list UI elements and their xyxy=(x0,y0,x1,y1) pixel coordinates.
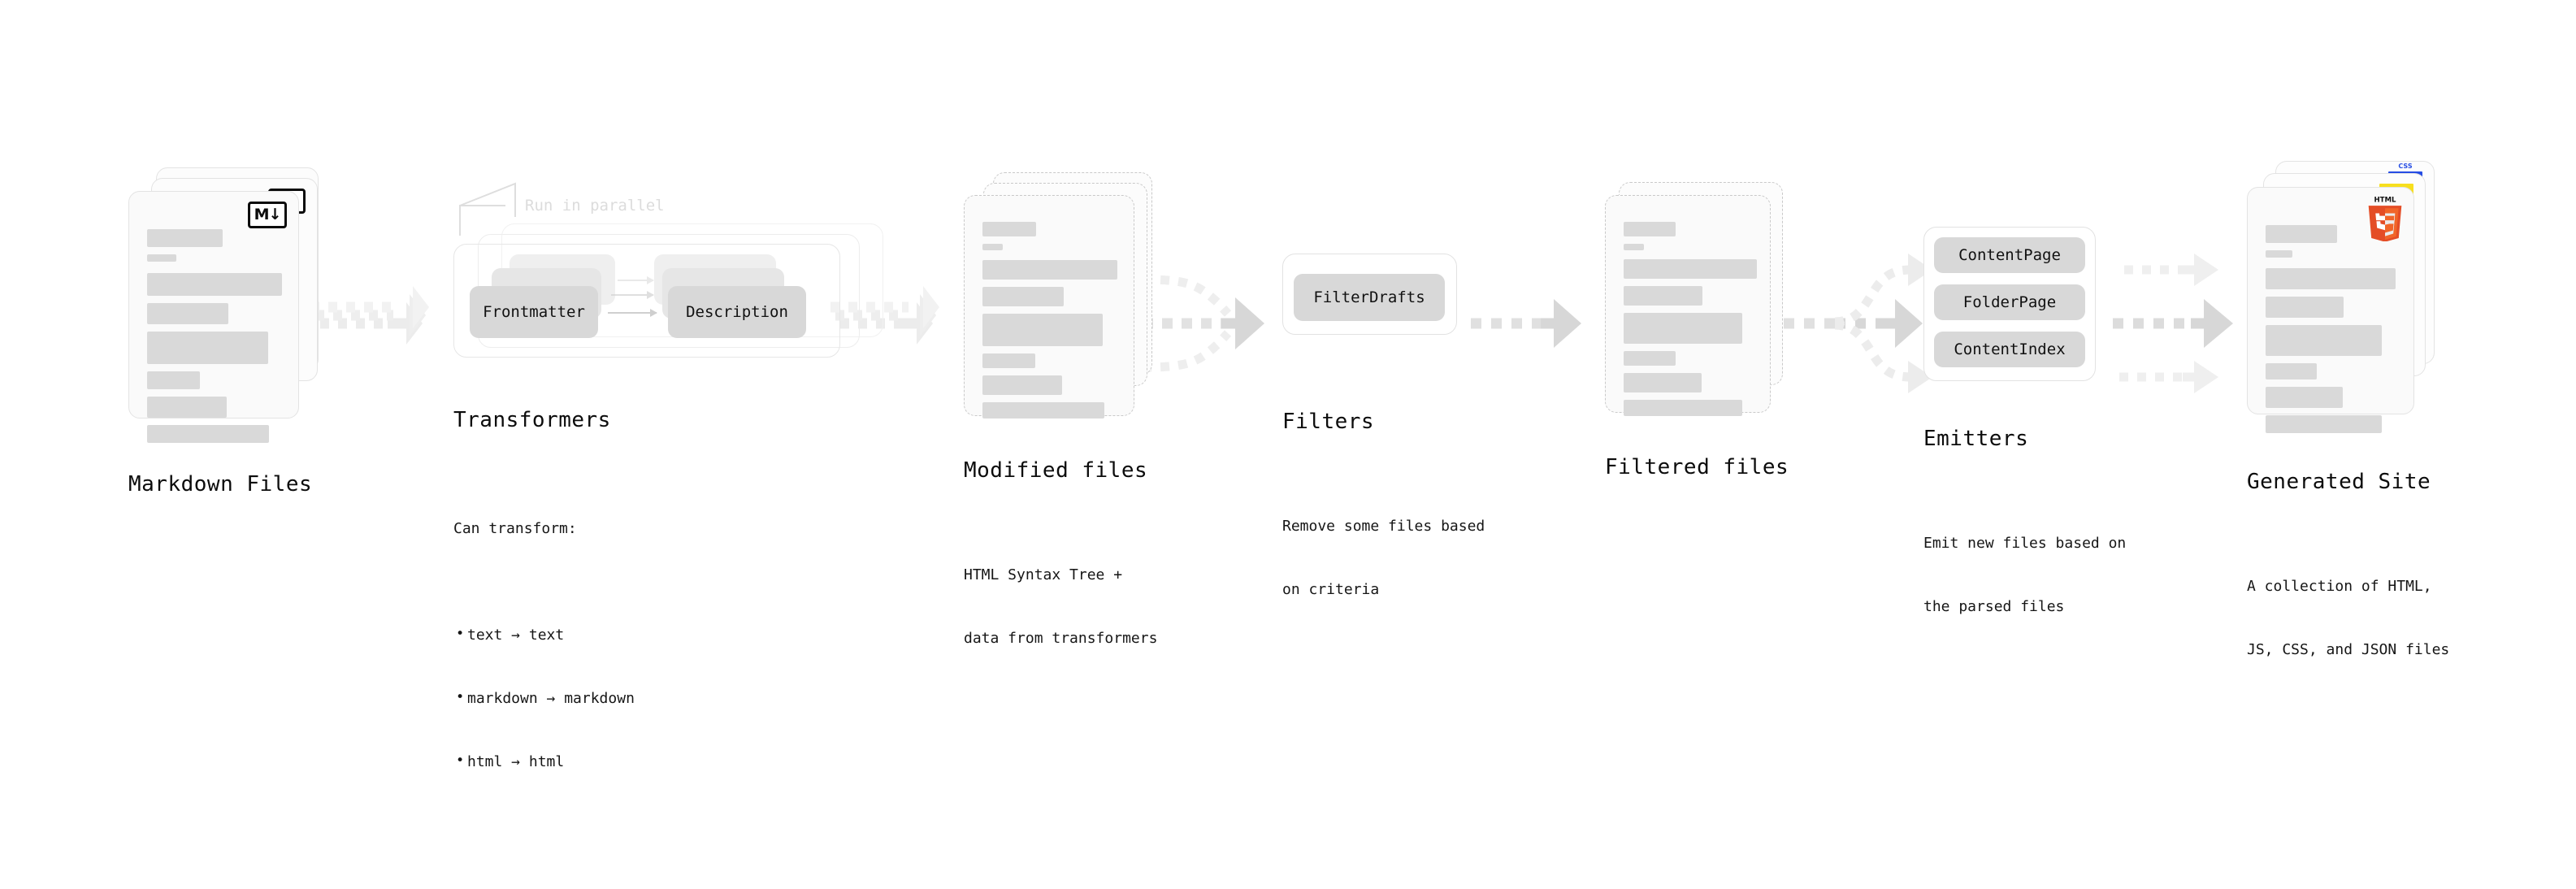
subtitle-line: the parsed files xyxy=(1923,598,2065,616)
subtitle-line: Remove some files based xyxy=(1282,518,1485,536)
subtitle-line: JS, CSS, and JSON files xyxy=(2247,641,2450,659)
stage-subtitle: A collection of HTML, JS, CSS, and JSON … xyxy=(2247,534,2449,704)
transformer-chip-description[interactable]: Description xyxy=(668,286,806,338)
subtitle-line: HTML Syntax Tree + xyxy=(964,566,1123,584)
connector-filters-to-filtered xyxy=(1471,299,1581,348)
transform-list: text → text markdown → markdown html → h… xyxy=(453,582,635,815)
markdown-card-front: M↓ xyxy=(128,191,299,443)
modified-card-front xyxy=(964,195,1134,418)
emitter-chip-contentpage[interactable]: ContentPage xyxy=(1934,237,2085,273)
caption-markdown-files: Markdown Files xyxy=(128,441,312,527)
subtitle-line: on criteria xyxy=(1282,581,1380,599)
chip-label: ContentIndex xyxy=(1954,340,2066,358)
transformer-chip-frontmatter[interactable]: Frontmatter xyxy=(470,286,598,338)
emitter-chip-folderpage[interactable]: FolderPage xyxy=(1934,284,2085,320)
transformer-flow-arrow-ghost1 xyxy=(611,291,654,299)
site-card-html: HTML xyxy=(2247,187,2414,433)
html5-icon: HTML xyxy=(2368,196,2402,241)
list-item: text → text xyxy=(453,624,635,646)
transformers-box-front xyxy=(453,244,840,358)
svg-text:HTML: HTML xyxy=(2374,196,2396,204)
caption-generated-site: Generated Site A collection of HTML, JS,… xyxy=(2247,439,2449,735)
chip-label: Description xyxy=(686,303,788,321)
stage-title: Modified files xyxy=(964,458,1148,483)
stage-title: Filtered files xyxy=(1605,455,1789,479)
stage-subtitle: Can transform: text → text markdown → ma… xyxy=(453,476,635,858)
connector-emitters-to-site xyxy=(2113,254,2233,393)
caption-modified-files: Modified files HTML Syntax Tree + data f… xyxy=(964,427,1157,723)
stage-title: Filters xyxy=(1282,410,1375,434)
subtitle-line: Emit new files based on xyxy=(1923,535,2127,553)
pipeline-diagram: M↓ M↓ M↓ Markdown Files Frontmatter xyxy=(0,0,2576,681)
stage-title: Transformers xyxy=(453,408,611,432)
doc-content-lines xyxy=(147,229,282,450)
doc-content-lines xyxy=(2266,225,2397,440)
connector-filtered-to-emitters xyxy=(1784,254,1932,393)
subtitle-line: A collection of HTML, xyxy=(2247,578,2432,596)
filter-chip-filterdrafts[interactable]: FilterDrafts xyxy=(1294,274,1445,321)
caption-emitters: Emitters Emit new files based on the par… xyxy=(1923,396,2126,692)
doc-content-lines xyxy=(982,222,1117,426)
connector-modified-to-filters xyxy=(1142,275,1264,372)
stage-title: Markdown Files xyxy=(128,472,313,497)
caption-transformers: Transformers Can transform: text → text … xyxy=(453,377,635,889)
caption-filters: Filters Remove some files based on crite… xyxy=(1282,379,1485,674)
chip-label: FolderPage xyxy=(1962,293,2057,311)
chip-label: ContentPage xyxy=(1958,246,2061,264)
subtitle-lead: Can transform: xyxy=(453,520,577,538)
chip-label: FilterDrafts xyxy=(1313,288,1425,306)
caption-filtered-files: Filtered files xyxy=(1605,424,1789,510)
stage-title: Emitters xyxy=(1923,427,2029,451)
markdown-icon: M↓ xyxy=(248,202,287,228)
stage-subtitle: HTML Syntax Tree + data from transformer… xyxy=(964,523,1157,692)
chip-label: Frontmatter xyxy=(483,303,585,321)
stage-title: Generated Site xyxy=(2247,470,2431,494)
doc-content-lines xyxy=(1624,222,1757,423)
stage-subtitle: Remove some files based on criteria xyxy=(1282,474,1485,644)
stage-subtitle: Emit new files based on the parsed files xyxy=(1923,491,2126,661)
run-in-parallel-label: Run in parallel xyxy=(525,197,665,215)
connector-markdown-to-transformers xyxy=(310,286,429,345)
transformer-flow-arrow xyxy=(608,309,657,317)
emitter-chip-contentindex[interactable]: ContentIndex xyxy=(1934,332,2085,367)
subtitle-line: data from transformers xyxy=(964,630,1158,648)
list-item: markdown → markdown xyxy=(453,687,635,709)
list-item: html → html xyxy=(453,751,635,773)
filtered-card-front xyxy=(1605,195,1771,416)
transformer-flow-arrow-ghost2 xyxy=(618,276,654,284)
